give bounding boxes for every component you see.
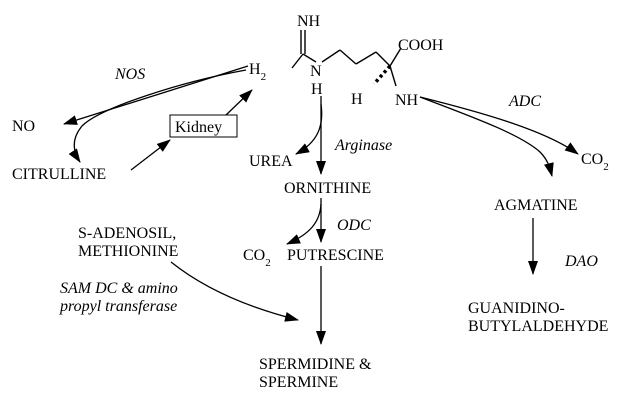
enzyme-odc: ODC <box>337 217 371 234</box>
arrow-sam-to-spermidine <box>170 261 299 322</box>
arginine-structure: NH N H COOH H NH <box>291 13 444 109</box>
cooh-label: COOH <box>398 37 444 54</box>
n-atom-label: N <box>310 63 322 80</box>
bond-to-cooh <box>389 47 402 67</box>
arrow-to-agmatine <box>419 96 554 177</box>
arrow-kidney-h2 <box>225 89 253 116</box>
product-gba-line2: BUTYLALDEHYDE <box>468 318 608 335</box>
arrow-to-co2-adc <box>419 96 579 155</box>
product-gba-line1: GUANIDINO- <box>468 300 565 317</box>
product-no: NO <box>12 118 35 135</box>
product-ornithine: ORNITHINE <box>284 180 371 197</box>
product-putrescine: PUTRESCINE <box>287 247 384 264</box>
enzyme-samdc-line2: propyl transferase <box>59 298 177 315</box>
chain-bond-3 <box>355 51 377 65</box>
product-co2-adc: CO2 <box>581 151 609 173</box>
kidney-box <box>169 114 238 138</box>
amino-nh-label: NH <box>395 92 419 109</box>
chain-bond-2 <box>339 49 357 65</box>
product-citrulline: CITRULLINE <box>12 166 106 183</box>
bond-h2-c <box>291 53 304 69</box>
enzyme-dao: DAO <box>564 253 598 270</box>
arrow-to-co2-odc <box>286 203 322 245</box>
product-agmatine: AGMATINE <box>494 197 578 214</box>
enzyme-samdc-line1: SAM DC & amino <box>60 280 178 297</box>
arrow-to-citrulline <box>68 69 247 163</box>
guanidino-nh-label: NH <box>297 13 321 30</box>
bond-c-n <box>302 53 317 63</box>
substrate-sam-line1: S-ADENOSIL, <box>78 225 176 242</box>
kidney-label: Kidney <box>175 119 222 136</box>
chiral-h-label: H <box>351 91 363 108</box>
chain-bond-1 <box>321 49 341 63</box>
bond-to-nh <box>389 65 397 87</box>
product-spermidine-line1: SPERMIDINE & <box>259 356 372 373</box>
arrow-to-urea <box>295 103 323 155</box>
chain-bond-4 <box>375 51 391 67</box>
h2-label: H2 <box>249 61 266 83</box>
enzyme-adc: ADC <box>508 93 541 110</box>
n-hydrogen-label: H <box>311 81 323 98</box>
product-co2-odc: CO2 <box>243 247 271 269</box>
substrate-sam-line2: METHIONINE <box>78 243 178 260</box>
arrow-citrulline-kidney <box>130 139 171 171</box>
enzyme-arginase: Arginase <box>334 137 392 154</box>
product-urea: UREA <box>249 153 293 170</box>
hashed-wedge-bond <box>372 64 392 86</box>
product-spermidine-line2: SPERMINE <box>259 374 338 391</box>
enzyme-nos: NOS <box>114 66 145 83</box>
